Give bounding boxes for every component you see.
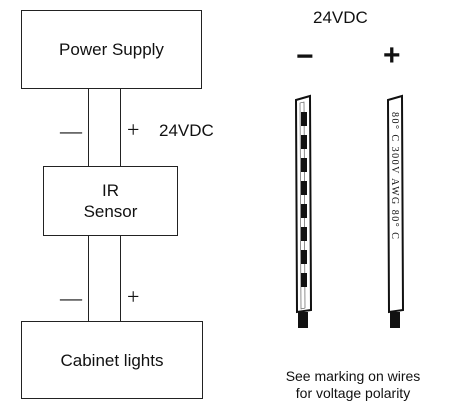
- cabinet-lights-box: Cabinet lights: [21, 321, 203, 399]
- lower-positive-sign: +: [127, 284, 140, 309]
- wire-positive-sign: +: [383, 39, 401, 72]
- polarity-note-line2: for voltage polarity: [295, 385, 411, 401]
- cabinet-lights-label: Cabinet lights: [60, 350, 164, 370]
- wires-voltage-title: 24VDC: [313, 8, 368, 27]
- upper-negative-wire: [88, 89, 89, 166]
- negative-wire-icon: [294, 94, 313, 328]
- upper-positive-wire: [120, 89, 121, 166]
- power-supply-label: Power Supply: [59, 40, 164, 59]
- positive-wire-marking: 80° C 300V AWG 80° C: [389, 112, 400, 240]
- lower-positive-wire: [120, 236, 121, 321]
- polarity-note-line1: See marking on wires: [285, 368, 421, 384]
- upper-negative-sign: —: [60, 118, 82, 143]
- ir-sensor-label-line1: IR: [102, 181, 119, 200]
- wire-negative-sign: −: [296, 40, 314, 73]
- lower-negative-wire: [88, 236, 89, 321]
- lower-negative-sign: —: [60, 285, 82, 310]
- upper-voltage-label: 24VDC: [159, 121, 214, 140]
- ir-sensor-label-line2: Sensor: [83, 202, 138, 221]
- ir-sensor-box: IR Sensor: [43, 166, 178, 236]
- upper-positive-sign: +: [127, 117, 140, 142]
- power-supply-box: Power Supply: [21, 10, 202, 89]
- positive-wire-icon: 80° C 300V AWG 80° C: [386, 94, 405, 328]
